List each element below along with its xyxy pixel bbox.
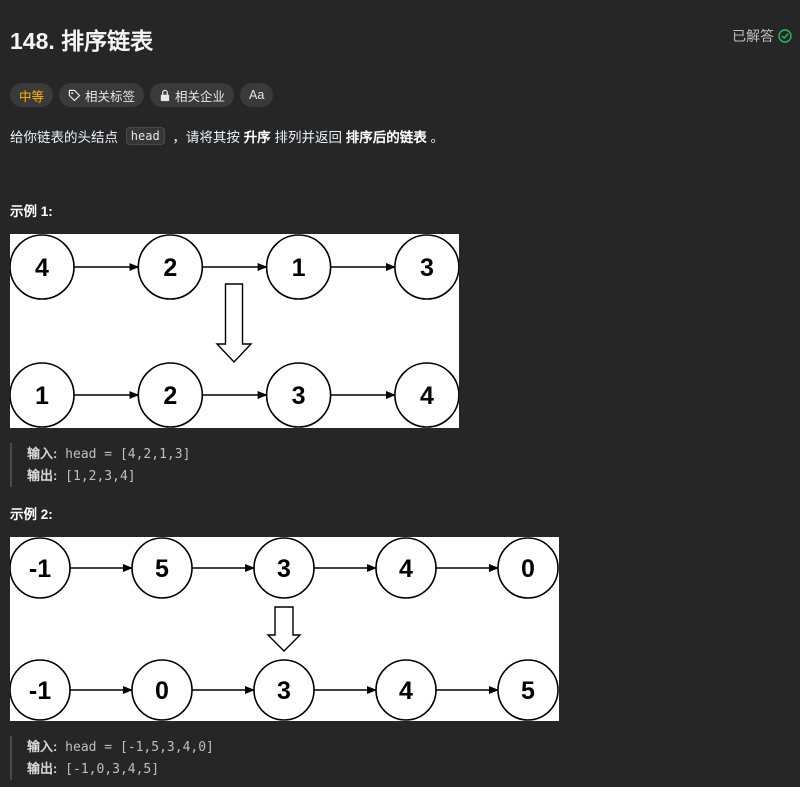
related-topics-button[interactable]: 相关标签 [59, 83, 145, 107]
font-toggle-button[interactable]: Aa [240, 83, 274, 107]
node-value: -1 [29, 677, 51, 705]
difficulty-label: 中等 [19, 89, 45, 104]
node-value: -1 [29, 555, 51, 583]
sort-down-arrow-icon [266, 606, 302, 652]
node-value: 4 [399, 677, 413, 705]
example-1-diagram: 4 2 1 3 1 2 3 4 [10, 234, 459, 428]
output-value: [-1,0,3,4,5] [57, 762, 160, 777]
description-text: 给你链表的头结点 [10, 130, 122, 145]
example-2-title: 示例 2: [10, 507, 53, 522]
related-companies-label: 相关企业 [175, 89, 226, 104]
example-2-diagram: -1 5 3 4 0 -1 0 3 4 5 [10, 537, 559, 721]
node-value: 0 [521, 555, 535, 583]
node-value: 4 [420, 382, 434, 410]
output-value: [1,2,3,4] [57, 469, 136, 484]
description-text: 。 [426, 130, 444, 145]
difficulty-badge: 中等 [10, 83, 54, 107]
node-value: 1 [35, 382, 49, 410]
node-value: 3 [277, 555, 291, 583]
check-circle-icon [778, 29, 792, 43]
lock-icon [160, 89, 170, 101]
example-1-io: 输入: head = [4,2,1,3] 输出: [1,2,3,4] [10, 443, 190, 487]
description-bold-ascending: 升序 [243, 130, 271, 145]
node-value: 5 [521, 677, 535, 705]
node-value: 2 [163, 254, 177, 282]
related-topics-label: 相关标签 [85, 89, 136, 104]
input-label: 输入: [27, 739, 58, 754]
problem-title: 148. 排序链表 [10, 28, 154, 54]
tag-icon [68, 89, 81, 101]
node-value: 3 [292, 382, 306, 410]
tag-bar: 中等 相关标签 相关企业 Aa [10, 83, 274, 107]
example-2-io: 输入: head = [-1,5,3,4,0] 输出: [-1,0,3,4,5] [10, 736, 214, 780]
input-value: head = [4,2,1,3] [57, 447, 191, 462]
output-label: 输出: [27, 761, 58, 776]
input-label: 输入: [27, 446, 58, 461]
list-node-before [497, 537, 559, 599]
node-value: 0 [155, 677, 169, 705]
related-companies-button[interactable]: 相关企业 [150, 83, 235, 107]
example-1-title: 示例 1: [10, 204, 53, 219]
description-text: 排列并返回 [270, 130, 346, 145]
node-value: 3 [420, 254, 434, 282]
inline-code-head: head [125, 127, 165, 145]
font-toggle-icon: Aa [249, 88, 265, 102]
description-bold-sorted-list: 排序后的链表 [345, 130, 427, 145]
solved-status: 已解答 [732, 26, 792, 46]
list-node-after [394, 362, 459, 428]
node-value: 4 [35, 254, 49, 282]
node-value: 4 [399, 555, 413, 583]
solved-status-label: 已解答 [732, 28, 774, 44]
node-value: 1 [292, 254, 306, 282]
list-node-before [394, 234, 459, 300]
input-value: head = [-1,5,3,4,0] [57, 740, 214, 755]
node-value: 2 [163, 382, 177, 410]
description-text: ，请将其按 [168, 130, 244, 145]
sort-down-arrow-icon [215, 283, 253, 364]
list-node-after [497, 659, 559, 721]
node-value: 3 [277, 677, 291, 705]
problem-description: 给你链表的头结点 head ，请将其按 升序 排列并返回 排序后的链表 。 [10, 126, 444, 146]
node-value: 5 [155, 555, 169, 583]
output-label: 输出: [27, 468, 58, 483]
